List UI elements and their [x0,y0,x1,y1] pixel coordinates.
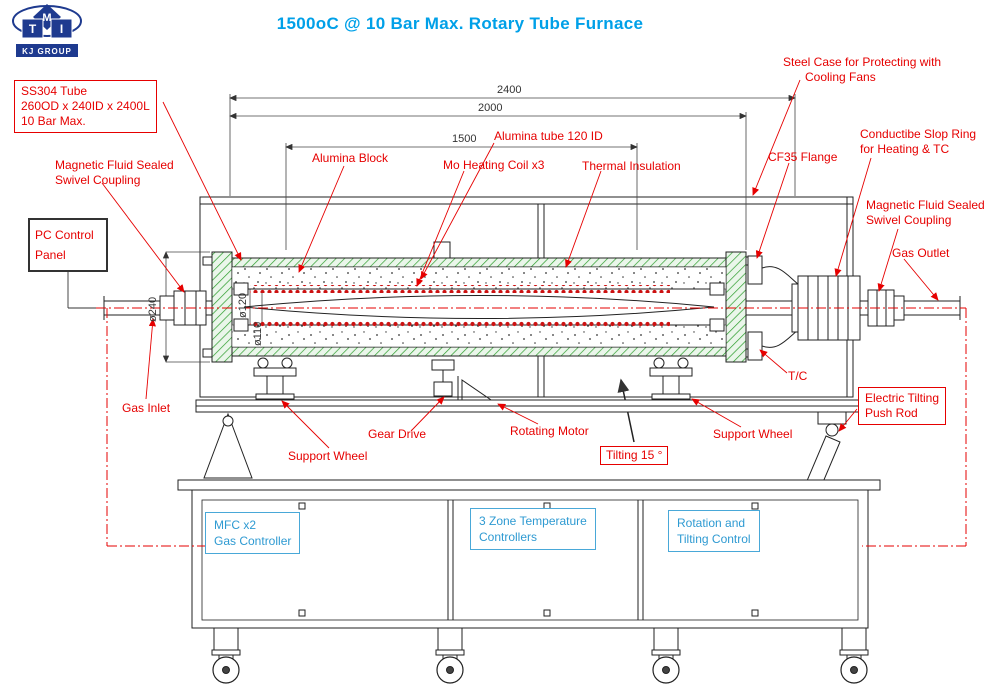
right-flange [725,251,747,363]
callout-zone-controllers: 3 Zone Temperature Controllers [470,508,596,550]
callout-pc-control-panel: PC Control Panel [28,218,108,272]
page-title: 1500oC @ 10 Bar Max. Rotary Tube Furnace [276,14,644,33]
caster [435,649,465,684]
dim-1500: 1500 [452,133,477,145]
cabinet [177,479,881,651]
motor-bracket [461,379,496,403]
callout-gear-drive: Gear Drive [368,427,427,441]
alumina-tube-bore [243,295,715,319]
steel-case [199,196,854,398]
callout-rotating-motor: Rotating Motor [510,424,589,438]
callout-magnetic-coupling-right: Magnetic Fluid Sealed Swivel Coupling [866,198,985,227]
callout-rotation-tilting-control: Rotation and Tilting Control [668,510,760,552]
callout-gas-inlet: Gas Inlet [122,401,171,415]
dim-2400: 2400 [497,84,522,96]
callout-support-wheel-left: Support Wheel [288,449,368,463]
callout-cf35-flange: CF35 Flange [768,150,838,164]
callout-magnetic-coupling-left: Magnetic Fluid Sealed Swivel Coupling [55,158,174,187]
callout-thermocouple: T/C [788,369,808,383]
caster [839,649,869,684]
logo-group-text: KJ GROUP [22,47,72,56]
callout-thermal-insulation: Thermal Insulation [582,159,681,173]
callout-mfc-gas-controller: MFC x2 Gas Controller [205,512,301,554]
logo-letter-m: M [42,12,51,24]
callout-gas-outlet: Gas Outlet [892,246,950,260]
company-logo: M T I KJ GROUP [10,4,84,65]
cf35-flange-bottom [747,331,763,361]
furnace-tube [202,241,756,363]
callout-mo-heating-coil: Mo Heating Coil x3 [443,158,545,172]
pc-panel-wire [67,272,96,309]
callout-support-wheel-right: Support Wheel [713,427,793,441]
callout-tilting-push-rod: Electric Tilting Push Rod [858,387,947,425]
dim-dia-110: ø110 [252,321,264,346]
dimension-lines [162,94,796,363]
top-port [433,241,451,259]
gear-drive-box [431,359,455,371]
logo-letter-t: T [29,22,37,36]
cf35-flange-top [747,255,763,285]
tube-wall-top [231,257,727,268]
caster [651,649,681,684]
heating-coil-top [250,285,670,293]
callout-slip-ring: Conductibe Slop Ring for Heating & TC [860,127,977,156]
logo-letter-i: I [60,22,63,36]
leader-lines [101,79,939,449]
gas-piping [96,307,967,547]
dim-dia-120: ø120 [237,292,249,318]
left-flange [211,251,233,363]
casters [211,649,869,684]
caster [211,649,241,684]
dim-2000: 2000 [478,102,503,114]
callout-alumina-tube: Alumina tube 120 ID [494,129,603,143]
heating-coil-bottom [250,321,670,329]
dim-dia-240: ø240 [147,296,159,322]
tube-wall-bottom [231,346,727,357]
alumina-block-left-top [233,282,249,296]
callout-tilting-angle: Tilting 15 ° [600,446,669,465]
pivot-stand [203,412,253,479]
callout-steel-case: Steel Case for Protecting with Cooling F… [783,55,942,84]
callout-alumina-block: Alumina Block [312,151,389,165]
callout-ss304-tube: SS304 Tube 260OD x 240ID x 2400L 10 Bar … [14,80,157,133]
